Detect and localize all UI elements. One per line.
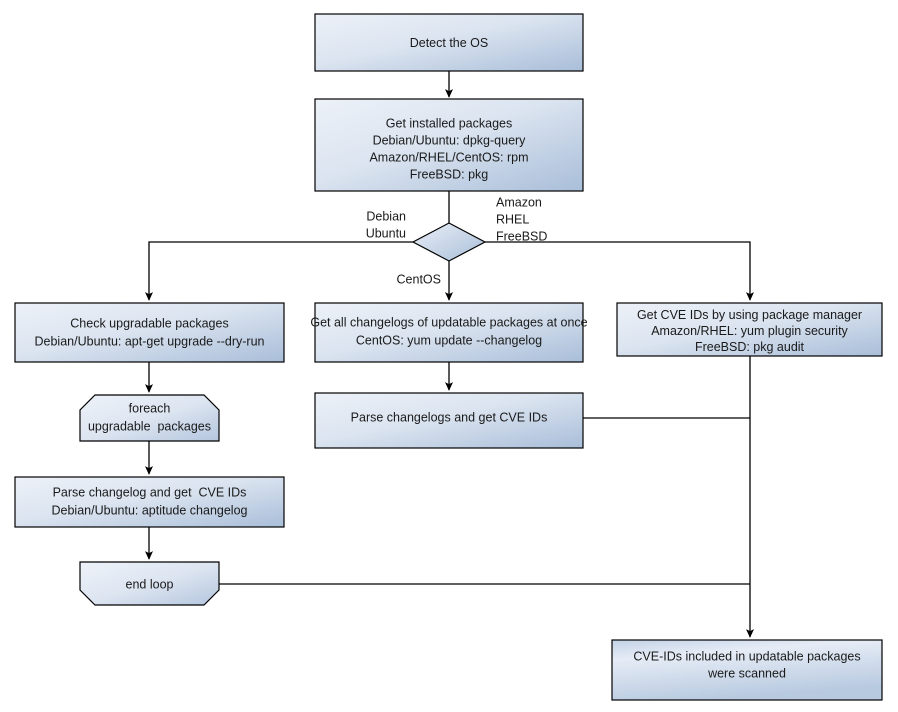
node-parse-changelog-left-label-1: Debian/Ubuntu: aptitude changelog	[52, 503, 248, 517]
node-get-installed-packages-label-3: FreeBSD: pkg	[410, 167, 489, 181]
node-parse-changelogs-mid: Parse changelogs and get CVE IDs	[314, 392, 584, 449]
node-parse-changelog-left-box	[14, 476, 285, 528]
node-parse-changelog-left-label-0: Parse changelog and get CVE IDs	[53, 485, 247, 499]
node-get-all-changelogs: Get all changelogs of updatable packages…	[310, 302, 588, 363]
node-check-upgradable: Check upgradable packages Debian/Ubuntu:…	[14, 302, 285, 363]
node-get-cve-ids-pkgmgr-label-0: Get CVE IDs by using package manager	[637, 308, 862, 322]
node-get-installed-packages-label-2: Amazon/RHEL/CentOS: rpm	[369, 150, 528, 164]
edge-label-amazon-rhel-freebsd: Amazon RHEL FreeBSD	[496, 195, 547, 243]
node-os-decision	[411, 222, 487, 262]
node-detect-os-box	[314, 13, 584, 72]
node-get-cve-ids-pkgmgr-box	[616, 302, 883, 357]
edge-label-amazon-rhel-freebsd-line-2: FreeBSD	[496, 229, 547, 243]
node-foreach-loop-start: foreach upgradable packages	[79, 394, 220, 442]
node-get-cve-ids-pkgmgr-label-1: Amazon/RHEL: yum plugin security	[651, 324, 848, 338]
edge-label-amazon-rhel-freebsd-line-0: Amazon	[496, 195, 542, 209]
node-check-upgradable-box	[14, 302, 285, 363]
node-parse-changelogs-mid-label-0: Parse changelogs and get CVE IDs	[351, 410, 548, 424]
edge-decision-to-check-upgradable	[144, 241, 413, 301]
node-scan-complete-label-0: CVE-IDs included in updatable packages	[633, 649, 860, 663]
edge-label-amazon-rhel-freebsd-line-1: RHEL	[496, 212, 529, 226]
node-detect-os: Detect the OS	[314, 13, 584, 72]
node-parse-changelogs-mid-box	[314, 392, 584, 449]
connectors	[144, 71, 755, 638]
edge-label-debian-ubuntu-line-0: Debian	[366, 209, 406, 223]
node-detect-os-label-0: Detect the OS	[410, 36, 489, 50]
node-scan-complete: CVE-IDs included in updatable packages w…	[611, 639, 883, 701]
edge-label-debian-ubuntu: Debian Ubuntu	[366, 209, 406, 240]
node-os-decision-diamond	[411, 222, 487, 262]
node-scan-complete-label-1: were scanned	[707, 666, 786, 680]
node-scan-complete-box	[611, 639, 883, 701]
node-get-installed-packages-label-1: Debian/Ubuntu: dpkg-query	[373, 133, 527, 147]
edge-label-centos-line-0: CentOS	[397, 272, 441, 286]
edge-label-debian-ubuntu-line-1: Ubuntu	[366, 226, 406, 240]
node-get-installed-packages-label-0: Get installed packages	[386, 116, 512, 130]
node-get-all-changelogs-label-0: Get all changelogs of updatable packages…	[310, 315, 587, 329]
node-get-cve-ids-pkgmgr-label-2: FreeBSD: pkg audit	[695, 340, 805, 354]
node-end-loop-shape	[79, 561, 220, 606]
node-get-all-changelogs-label-1: CentOS: yum update --changelog	[356, 333, 542, 347]
edge-label-centos: CentOS	[397, 272, 441, 286]
node-end-loop: end loop	[79, 561, 220, 606]
node-get-all-changelogs-box	[314, 302, 584, 363]
edge-decision-to-cve-pkgmgr	[485, 241, 755, 301]
node-foreach-loop-start-label-1: upgradable packages	[88, 419, 211, 433]
node-foreach-loop-start-shape	[79, 394, 220, 442]
node-parse-changelog-left: Parse changelog and get CVE IDs Debian/U…	[14, 476, 285, 528]
node-get-cve-ids-pkgmgr: Get CVE IDs by using package manager Ama…	[616, 302, 883, 357]
node-get-installed-packages-box	[314, 98, 584, 192]
node-check-upgradable-label-0: Check upgradable packages	[70, 316, 228, 330]
node-foreach-loop-start-label-0: foreach	[129, 401, 171, 415]
node-get-installed-packages: Get installed packages Debian/Ubuntu: dp…	[314, 98, 584, 192]
node-check-upgradable-label-1: Debian/Ubuntu: apt-get upgrade --dry-run	[35, 334, 265, 348]
node-end-loop-label-0: end loop	[126, 577, 174, 591]
